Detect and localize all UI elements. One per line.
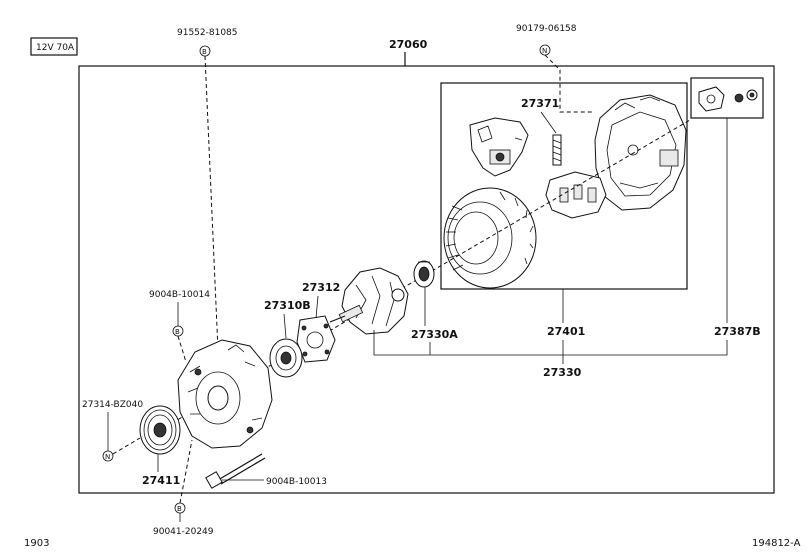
terminal-kit-drawing [698,86,758,112]
label-clip[interactable]: 90041-20249 [153,527,214,537]
label-rotor-bearing[interactable]: 27330A [411,328,458,341]
label-terminal-kit[interactable]: 27387B [714,325,761,338]
label-rotor-assy[interactable]: 27330 [543,366,582,379]
label-pulley[interactable]: 27411 [142,474,180,487]
label-bearing[interactable]: 27310B [264,299,311,312]
label-assembly[interactable]: 27060 [389,38,428,51]
assembly-axis [159,119,691,431]
b-marker-top-text: B [202,48,207,56]
spring-drawing [552,134,562,166]
rotor-drawing [329,267,409,335]
spec-label-box [30,37,78,56]
label-bearing-screw[interactable]: 9004B-10014 [149,290,210,300]
bearing-screw-dashed [177,335,187,363]
nut-top-dashed [544,54,593,113]
b-marker-mid-text: B [175,328,180,336]
front-bearing-drawing [269,338,303,378]
label-nut-top[interactable]: 90179-06158 [516,24,577,34]
bolt-top-dashed [204,55,219,351]
spring-leader [540,111,557,134]
label-thru-bolt[interactable]: 9004B-10013 [266,477,327,487]
rotor-assy-bracket [373,330,728,356]
label-clutch-nut[interactable]: 27314-BZ040 [82,400,143,410]
rectifier-drawing [545,171,607,219]
rotor-bearing-drawing [413,260,435,288]
assembly-frame [78,65,775,494]
front-housing-drawing [177,339,273,449]
footer-right-code: 194812-A [752,538,801,549]
stator-drawing [443,187,537,289]
clip-dashed [179,439,193,504]
label-retainer-plate[interactable]: 27312 [302,281,340,294]
footer-left-code: 1903 [24,538,49,549]
retainer-leader [315,295,319,319]
spec-label: 12V 70A [36,43,75,53]
bearing-leader [283,313,287,339]
clutch-nut-dashed [112,437,141,455]
regulator-drawing [469,117,529,177]
thru-bolt-drawing [205,453,266,489]
rectifier-frame [440,82,688,290]
label-bolt-top[interactable]: 91552-81085 [177,28,238,38]
label-rectifier-assy[interactable]: 27401 [547,325,585,338]
n-marker-top-text: N [542,47,547,55]
label-regulator-spring[interactable]: 27371 [521,97,559,110]
pulley-drawing [139,405,181,455]
retainer-plate-drawing [296,315,336,363]
n-marker-left-text: N [105,453,110,461]
rear-housing-drawing [594,94,687,211]
b-marker-bottom-text: B [177,505,182,513]
